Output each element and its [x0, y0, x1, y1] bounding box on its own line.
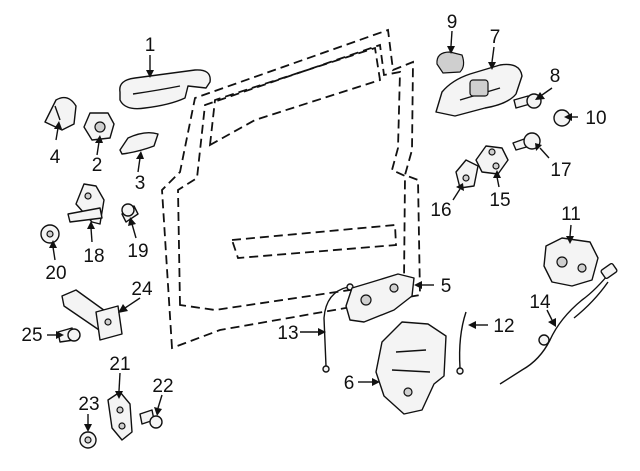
callout-16: 16: [430, 200, 451, 221]
callout-1: 1: [145, 35, 156, 56]
leader-lines: [47, 30, 578, 432]
lower-hinge-bolt: [139, 409, 163, 429]
callout-14: 14: [529, 292, 551, 313]
upper-door-hinge: [67, 183, 105, 225]
door-check: [61, 289, 123, 341]
latch-rod: [456, 311, 467, 375]
callout-13: 13: [277, 323, 298, 344]
inside-handle-screw: [513, 93, 542, 109]
callout-2: 2: [92, 155, 103, 176]
lower-hinge-nut: [79, 431, 97, 449]
hinge-nut: [40, 224, 60, 244]
callout-24: 24: [131, 279, 153, 300]
callout-11: 11: [561, 204, 581, 225]
door-striker: [475, 145, 509, 175]
callout-4: 4: [50, 147, 61, 168]
handle-cap: [44, 96, 77, 131]
hinge-bolt: [121, 203, 139, 223]
callout-9: 9: [447, 12, 458, 33]
callout-19: 19: [127, 241, 148, 262]
release-cable: [499, 262, 618, 385]
inside-door-handle: [435, 63, 523, 117]
lock-shield: [375, 321, 447, 415]
handle-reinforcement: [83, 112, 115, 141]
callout-21: 21: [109, 354, 130, 375]
handle-gasket: [119, 131, 159, 155]
check-bolt: [57, 327, 81, 343]
callout-3: 3: [135, 173, 146, 194]
callout-23: 23: [78, 394, 99, 415]
switch-cap: [436, 51, 465, 74]
lower-door-hinge: [107, 391, 133, 441]
striker-shim: [455, 159, 479, 189]
door-lock: [543, 237, 599, 287]
callout-6: 6: [344, 373, 355, 394]
callout-labels: 1 2 3 4 5 6 7 8 9 10 11 12 13 14 15 16 1…: [21, 12, 606, 415]
lock-rod: [322, 283, 354, 373]
callout-5: 5: [441, 276, 452, 297]
handle-bracket: [345, 273, 415, 323]
callout-12: 12: [493, 316, 514, 337]
callout-7: 7: [490, 27, 501, 48]
callout-15: 15: [489, 190, 510, 211]
callout-25: 25: [21, 325, 42, 346]
callout-20: 20: [45, 263, 66, 284]
callout-17: 17: [550, 160, 571, 181]
callout-8: 8: [550, 66, 561, 87]
callout-10: 10: [585, 108, 606, 129]
callout-18: 18: [83, 246, 104, 267]
callout-22: 22: [152, 376, 173, 397]
outside-door-handle: [119, 69, 211, 110]
